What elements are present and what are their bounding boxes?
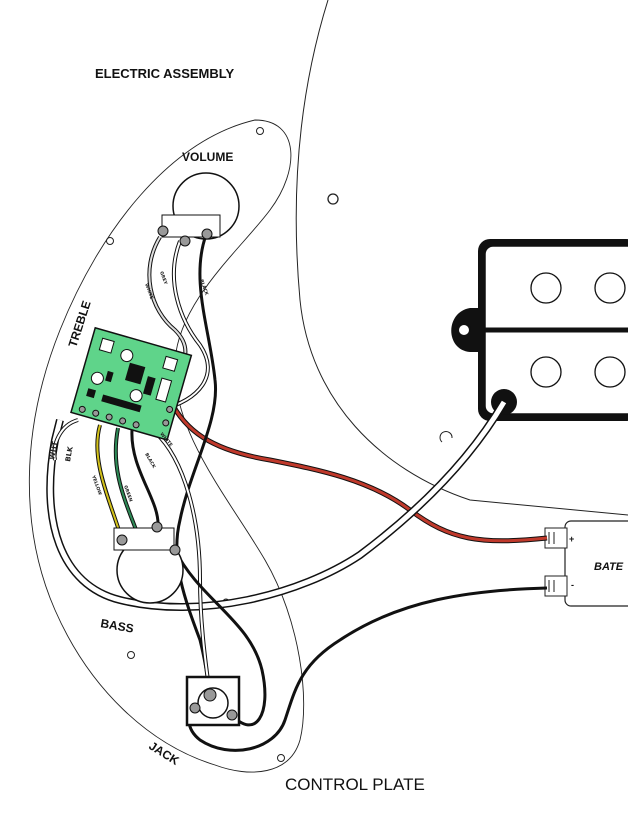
volume-black-wire xyxy=(175,234,218,696)
volume-label: VOLUME xyxy=(182,150,233,164)
pickup xyxy=(451,239,628,421)
control-plate-label: CONTROL PLATE xyxy=(285,775,425,794)
plate-screw-hole xyxy=(106,237,114,245)
wire-label-black-mid: BLACK xyxy=(143,452,157,470)
wire-label-black: BLACK xyxy=(198,279,209,297)
black-wire-battery xyxy=(187,586,548,752)
bass-pot xyxy=(113,521,184,604)
plate-screw-hole xyxy=(256,127,264,135)
wire-label-grey: GREY xyxy=(158,271,169,286)
bass-to-jack-black xyxy=(173,549,267,727)
jack-label: JACK xyxy=(146,739,181,768)
battery xyxy=(544,520,628,607)
body-screw-hole xyxy=(327,193,339,205)
output-jack xyxy=(185,675,241,727)
battery-plus: + xyxy=(569,534,574,544)
control-plate-outline xyxy=(28,119,305,773)
bass-black-wire xyxy=(130,429,160,528)
white-cable xyxy=(47,400,507,610)
wire-label-green: GREEN xyxy=(122,485,134,503)
battery-minus: - xyxy=(571,580,574,590)
plate-screw-hole xyxy=(277,754,285,762)
plate-screw-hole xyxy=(127,651,135,659)
wire-label-wht: WHT xyxy=(48,441,59,461)
wire-label-white: WHITE xyxy=(143,283,154,301)
bass-label: BASS xyxy=(99,616,134,636)
small-arc-mark xyxy=(439,431,453,443)
body-outline xyxy=(295,0,628,516)
circuit-board xyxy=(70,326,193,441)
wire-label-blk: BLK xyxy=(64,445,75,462)
diagram-title: ELECTRIC ASSEMBLY xyxy=(95,66,234,81)
battery-label: BATE xyxy=(594,561,624,573)
volume-pot xyxy=(157,172,240,247)
